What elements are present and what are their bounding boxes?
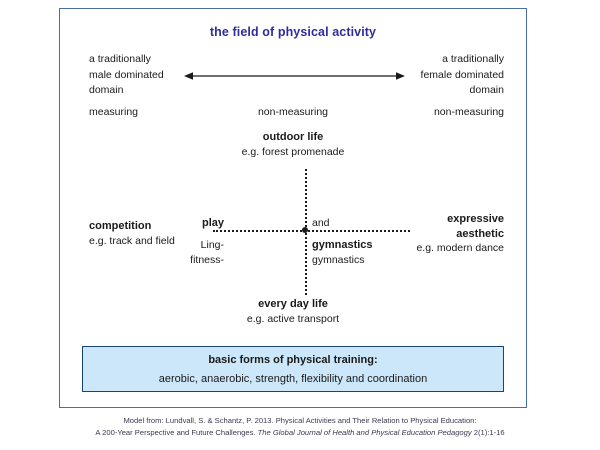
basic-forms-title: basic forms of physical training: xyxy=(208,353,378,366)
pole-competition-heading: competition xyxy=(89,220,152,232)
center-ling-fitness-label: Ling- fitness- xyxy=(190,238,224,268)
diagram-frame: the field of physical activity a traditi… xyxy=(59,8,527,408)
pole-outdoor-example: e.g. forest promenade xyxy=(241,145,345,158)
right-domain-line-2: female dominated xyxy=(420,68,504,81)
diagram-title: the field of physical activity xyxy=(209,25,377,39)
citation-line-2: A 200-Year Perspective and Future Challe… xyxy=(0,427,600,439)
citation-line-1: Model from: Lundvall, S. & Schantz, P. 2… xyxy=(123,416,477,425)
pole-every-day-life: every day life e.g. active transport xyxy=(60,297,526,326)
center-gymnastics-label: gymnastics gymnastics xyxy=(312,238,373,268)
double-headed-arrow-icon xyxy=(184,72,405,80)
pole-expressive-example: e.g. modern dance xyxy=(416,242,504,254)
basic-forms-box: basic forms of physical training: aerobi… xyxy=(82,346,504,392)
citation-journal-name: The Global Journal of Health and Physica… xyxy=(257,427,472,437)
left-domain-label: a traditionally male dominated domain xyxy=(89,52,164,99)
right-domain-line-3: domain xyxy=(469,84,504,96)
citation-line-2-part-a: A 200-Year Perspective and Future Challe… xyxy=(95,427,258,437)
center-and-label: and xyxy=(312,217,330,229)
left-measuring-label: measuring xyxy=(89,106,139,118)
right-domain-line-1: a traditionally xyxy=(442,53,504,65)
center-ling-line: Ling- xyxy=(200,239,224,251)
left-domain-line-3: domain xyxy=(89,84,124,96)
pole-expressive-aesthetic: expressive aesthetic e.g. modern dance xyxy=(416,212,504,256)
horizontal-dotted-axis xyxy=(213,230,410,232)
citation-line-2-part-b: 2(1):1-16 xyxy=(471,427,505,437)
center-fitness-line: fitness- xyxy=(190,254,224,266)
pole-competition: competition e.g. track and field xyxy=(89,219,175,248)
pole-everyday-heading: every day life xyxy=(258,298,328,310)
right-domain-label: a traditionally female dominated domain xyxy=(421,52,504,99)
left-domain-line-2: male dominated xyxy=(89,68,164,81)
pole-outdoor-life: outdoor life e.g. forest promenade xyxy=(60,130,526,159)
pole-everyday-example: e.g. active transport xyxy=(246,312,340,325)
center-play-label: play xyxy=(201,217,224,229)
basic-forms-subtitle: aerobic, anaerobic, strength, flexibilit… xyxy=(158,372,428,385)
center-nonmeasuring-label: non-measuring xyxy=(257,106,329,118)
pole-expressive-heading-1: expressive xyxy=(447,213,504,225)
citation: Model from: Lundvall, S. & Schantz, P. 2… xyxy=(0,415,600,438)
pole-outdoor-heading: outdoor life xyxy=(262,131,324,143)
right-nonmeasuring-label: non-measuring xyxy=(433,106,504,118)
axis-center-dot xyxy=(302,227,308,233)
center-gymnastics-bold: gymnastics xyxy=(312,239,373,251)
pole-competition-example: e.g. track and field xyxy=(89,234,175,247)
left-domain-line-1: a traditionally xyxy=(89,53,151,65)
pole-expressive-heading-2: aesthetic xyxy=(456,227,504,240)
center-gymnastics-plain: gymnastics xyxy=(312,254,365,266)
